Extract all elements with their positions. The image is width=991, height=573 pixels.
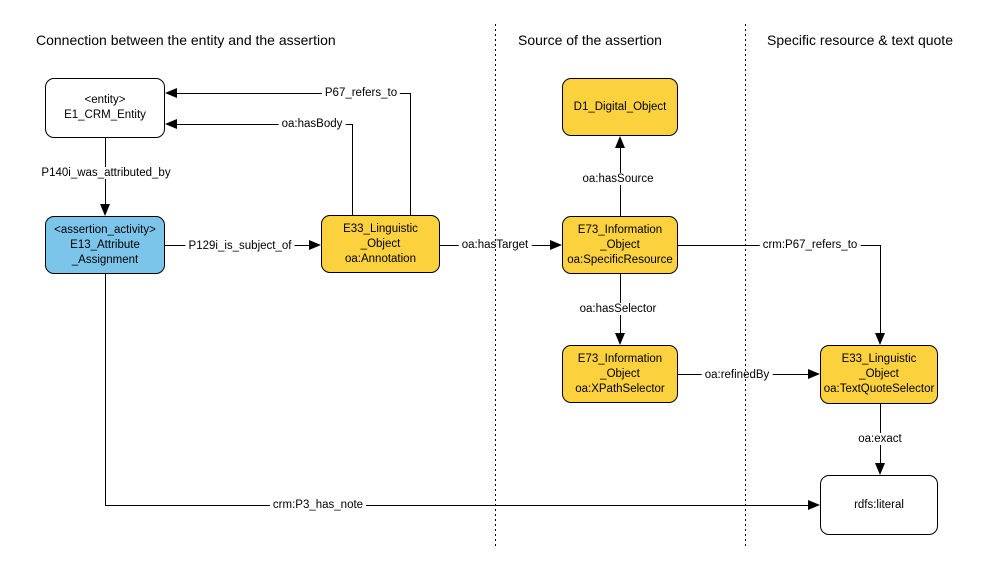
edge-has-target-arrowhead [550, 240, 562, 250]
node-label-line: _Object [600, 238, 640, 251]
section-title-specific: Specific resource & text quote [767, 32, 953, 48]
edge-p67-line-h [177, 93, 411, 94]
edge-oa-exact-arrowhead [875, 463, 885, 475]
node-label-line: <assertion_activity> [54, 223, 156, 236]
node-label-line: oa:Annotation [345, 252, 416, 265]
section-title-source: Source of the assertion [518, 32, 662, 48]
node-e13-attribute-assignment: <assertion_activity> E13_Attribute _Assi… [45, 216, 165, 274]
node-e33-annotation: E33_Linguistic _Object oa:Annotation [321, 215, 440, 273]
node-e73-xpath-selector: E73_Information _Object oa:XPathSelector [562, 345, 678, 403]
edge-label-p67: P67_refers_to [321, 87, 401, 99]
edge-p129i-arrowhead [309, 240, 321, 250]
edge-has-body-arrowhead [165, 119, 177, 129]
edge-p140i-arrowhead [100, 204, 110, 216]
edge-label-crm-p67: crm:P67_refers_to [759, 239, 861, 251]
node-label-line: E13_Attribute [70, 238, 140, 251]
edge-label-has-source: oa:hasSource [579, 173, 657, 185]
node-label-line: rdfs:literal [854, 498, 904, 511]
node-label-line: _Assignment [71, 253, 139, 266]
edge-has-body-line-h [177, 124, 353, 125]
section-divider-left [495, 24, 496, 547]
edge-p3-has-note-arrowhead [808, 500, 820, 510]
node-label-line: oa:SpecificResource [567, 253, 673, 266]
node-label-line: E33_Linguistic [343, 222, 418, 235]
node-label-line: E33_Linguistic [841, 353, 917, 365]
node-label-line: E73_Information [577, 223, 663, 236]
edge-label-p129i: P129i_is_subject_of [185, 240, 295, 252]
node-label-line: E73_Information [577, 352, 663, 365]
edge-p3-has-note-line-h [105, 505, 808, 506]
edge-label-has-selector: oa:hasSelector [576, 303, 660, 315]
node-label-line: _Object [360, 237, 401, 250]
edge-crm-p67-line-v [880, 245, 881, 333]
node-label-line: <entity> [84, 94, 126, 106]
node-e1-crm-entity: <entity> E1_CRM_Entity [45, 78, 165, 138]
edge-p67-line-v [410, 93, 411, 215]
section-divider-right [745, 24, 746, 547]
edge-p67-arrowhead [165, 88, 177, 98]
node-rdfs-literal: rdfs:literal [820, 475, 938, 535]
edge-p3-has-note-line-v [105, 274, 106, 505]
node-label-line: D1_Digital_Object [573, 100, 667, 113]
node-label-line: oa:TextQuoteSelector [823, 383, 935, 395]
node-e33-text-quote-selector: E33_Linguistic _Object oa:TextQuoteSelec… [820, 345, 938, 404]
node-d1-digital-object: D1_Digital_Object [562, 78, 678, 136]
node-label-line: E1_CRM_Entity [64, 109, 146, 121]
node-label-line: oa:XPathSelector [575, 382, 665, 395]
edge-has-body-line-v [352, 124, 353, 215]
section-title-connection: Connection between the entity and the as… [36, 32, 336, 48]
edge-has-selector-arrowhead [615, 333, 625, 345]
edge-label-refined-by: oa:refinedBy [701, 369, 773, 381]
edge-crm-p67-arrowhead [875, 333, 885, 345]
edge-label-p3-has-note: crm:P3_has_note [269, 499, 367, 511]
edge-label-has-body: oa:hasBody [278, 118, 346, 130]
edge-label-p140i: P140i_was_attributed_by [38, 167, 174, 179]
node-label-line: _Object [859, 368, 899, 380]
edge-label-oa-exact: oa:exact [855, 433, 905, 445]
edge-has-source-arrowhead [615, 136, 625, 148]
node-label-line: _Object [600, 367, 640, 380]
node-e73-specific-resource: E73_Information _Object oa:SpecificResou… [562, 216, 678, 274]
edge-refined-by-arrowhead [808, 369, 820, 379]
